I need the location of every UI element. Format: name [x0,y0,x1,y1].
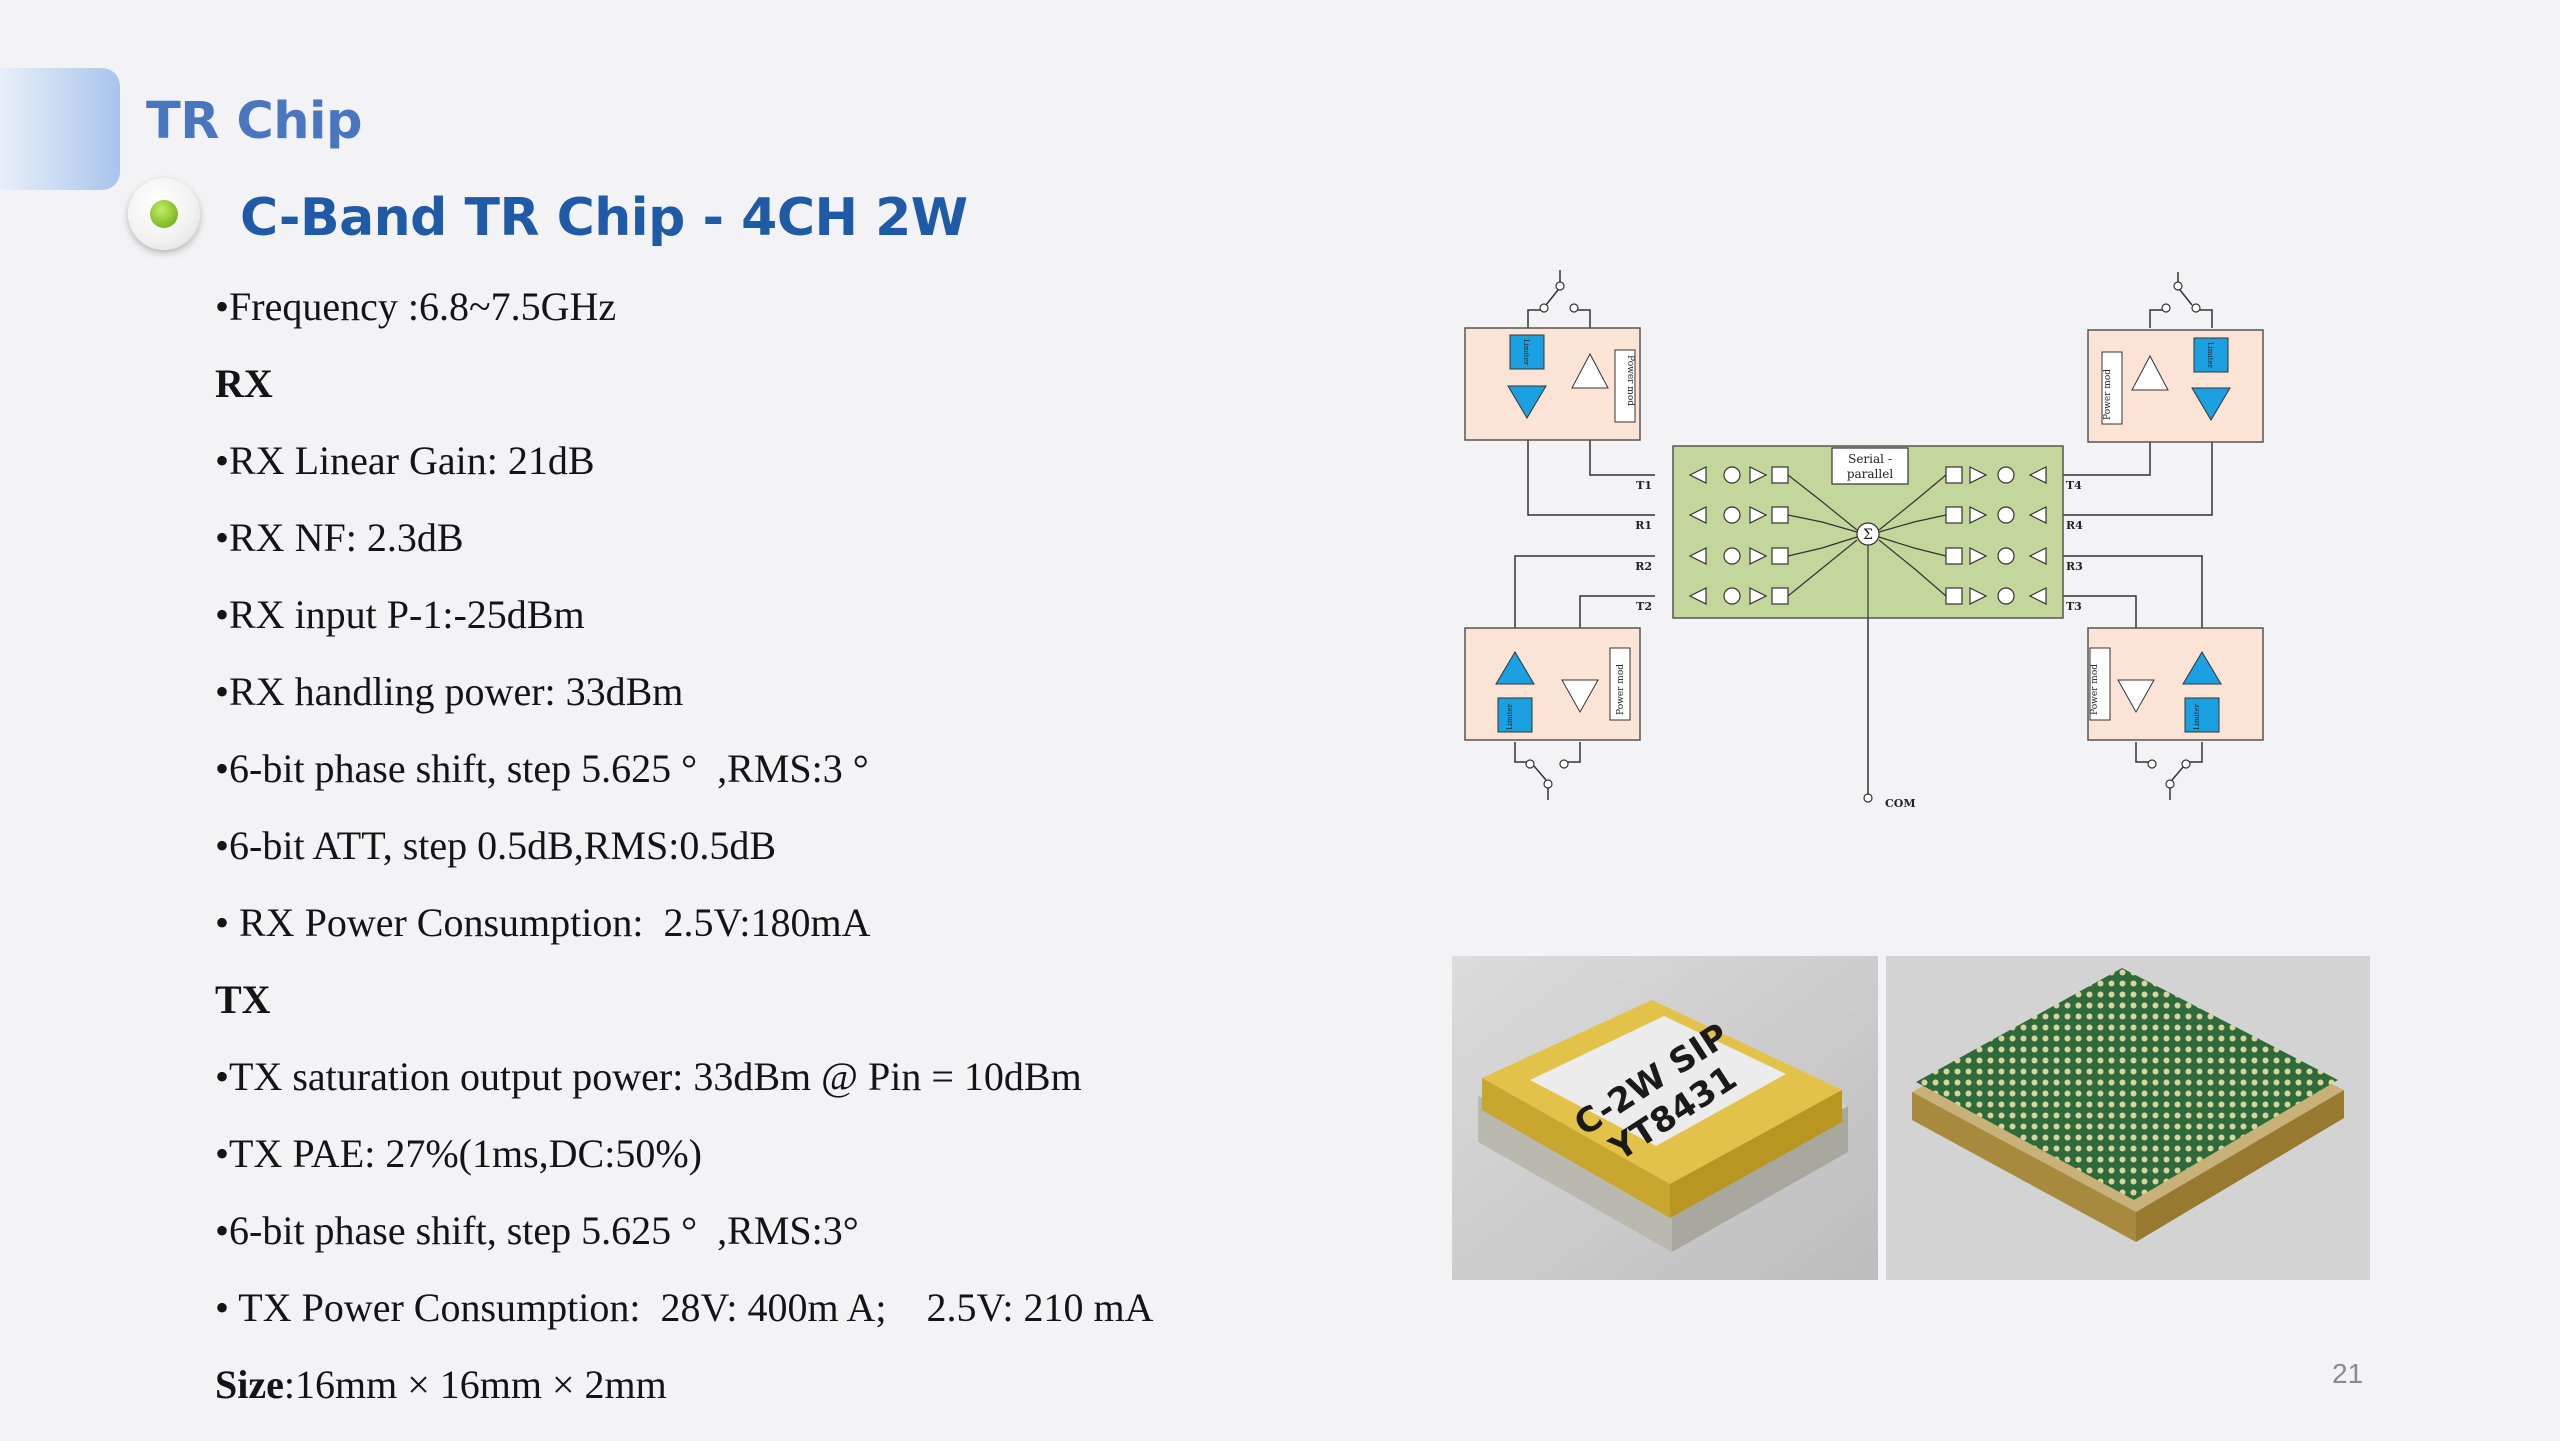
spec-text: •6-bit phase shift, step 5.625 ° ,RMS:3° [215,1208,859,1253]
port-t1: T1 [1636,479,1652,492]
spec-line: •RX handling power: 33dBm [215,668,683,716]
spec-text: •Frequency :6.8~7.5GHz [215,284,617,329]
port-t3: T3 [2066,600,2082,613]
spec-text: •6-bit phase shift, step 5.625 ° ,RMS:3 … [215,746,869,791]
chip-photo-top: C-2W SIP YT8431 [1452,956,1878,1280]
limiter-label-bl: Limiter [1506,703,1514,730]
spec-line: TX [215,976,271,1024]
com-label: COM [1885,797,1916,810]
core-chip: Serial - parallel Σ [1672,445,2064,619]
spec-line: •Frequency :6.8~7.5GHz [215,283,616,331]
spec-heading: RX [215,361,273,406]
spec-heading: Size [215,1362,284,1407]
serial-label-2: parallel [1847,467,1894,481]
spec-text: :16mm × 16mm × 2mm [283,1362,667,1407]
module-label-tl: Power mod [1625,355,1635,406]
module-top-right [2087,329,2264,443]
spec-text: •RX NF: 2.3dB [215,515,464,560]
section-title: TR Chip [146,92,363,151]
page-number: 21 [2332,1358,2364,1389]
chip-photo-bottom [1886,956,2370,1280]
green-bullet-icon [128,178,200,250]
sum-symbol: Σ [1863,527,1873,543]
spec-text: • RX Power Consumption: 2.5V:180mA [215,900,871,945]
spec-text: •TX saturation output power: 33dBm @ Pin… [215,1054,1082,1099]
spec-line: •RX NF: 2.3dB [215,514,464,562]
limiter-label-tl: Limiter [1522,339,1530,366]
spec-text: •TX PAE: 27%(1ms,DC:50%) [215,1131,702,1176]
module-top-left [1464,327,1641,441]
slide-subtitle: C-Band TR Chip - 4CH 2W [240,188,968,248]
spec-text: •RX input P-1:-25dBm [215,592,585,637]
module-label-br: Power mod [2090,664,2100,715]
spec-line: •RX Linear Gain: 21dB [215,437,595,485]
port-t2: T2 [1636,600,1652,613]
spec-line: Size:16mm × 16mm × 2mm [215,1361,667,1409]
port-r3: R3 [2066,560,2083,573]
module-bottom-left [1464,627,1641,741]
title-accent-tab [0,68,120,190]
spec-text: •6-bit ATT, step 0.5dB,RMS:0.5dB [215,823,777,868]
limiter-label-br: Limiter [2193,703,2201,730]
port-r1: R1 [1635,519,1652,532]
serial-label-1: Serial - [1848,452,1892,466]
spec-text: • TX Power Consumption: 28V: 400m A; 2.5… [215,1285,1154,1330]
module-label-tr: Power mod [2103,369,2113,420]
block-diagram: Serial - parallel Σ T1 R1 R2 T2 T4 R4 R3… [1464,270,2264,810]
spec-line: •6-bit ATT, step 0.5dB,RMS:0.5dB [215,822,776,870]
spec-text: •RX handling power: 33dBm [215,669,684,714]
spec-text: •RX Linear Gain: 21dB [215,438,595,483]
limiter-label-tr: Limiter [2206,342,2214,369]
spec-line: •RX input P-1:-25dBm [215,591,585,639]
spec-line: •TX saturation output power: 33dBm @ Pin… [215,1053,1082,1101]
spec-line: •6-bit phase shift, step 5.625 ° ,RMS:3° [215,1207,859,1255]
port-t4: T4 [2066,479,2082,492]
spec-line: • RX Power Consumption: 2.5V:180mA [215,899,871,947]
module-bottom-right [2087,627,2264,741]
spec-line: • TX Power Consumption: 28V: 400m A; 2.5… [215,1284,1153,1332]
port-r4: R4 [2066,519,2083,532]
spec-line: RX [215,360,273,408]
module-label-bl: Power mod [1616,664,1626,715]
spec-line: •6-bit phase shift, step 5.625 ° ,RMS:3 … [215,745,869,793]
port-r2: R2 [1635,560,1652,573]
spec-heading: TX [215,977,271,1022]
spec-line: •TX PAE: 27%(1ms,DC:50%) [215,1130,702,1178]
